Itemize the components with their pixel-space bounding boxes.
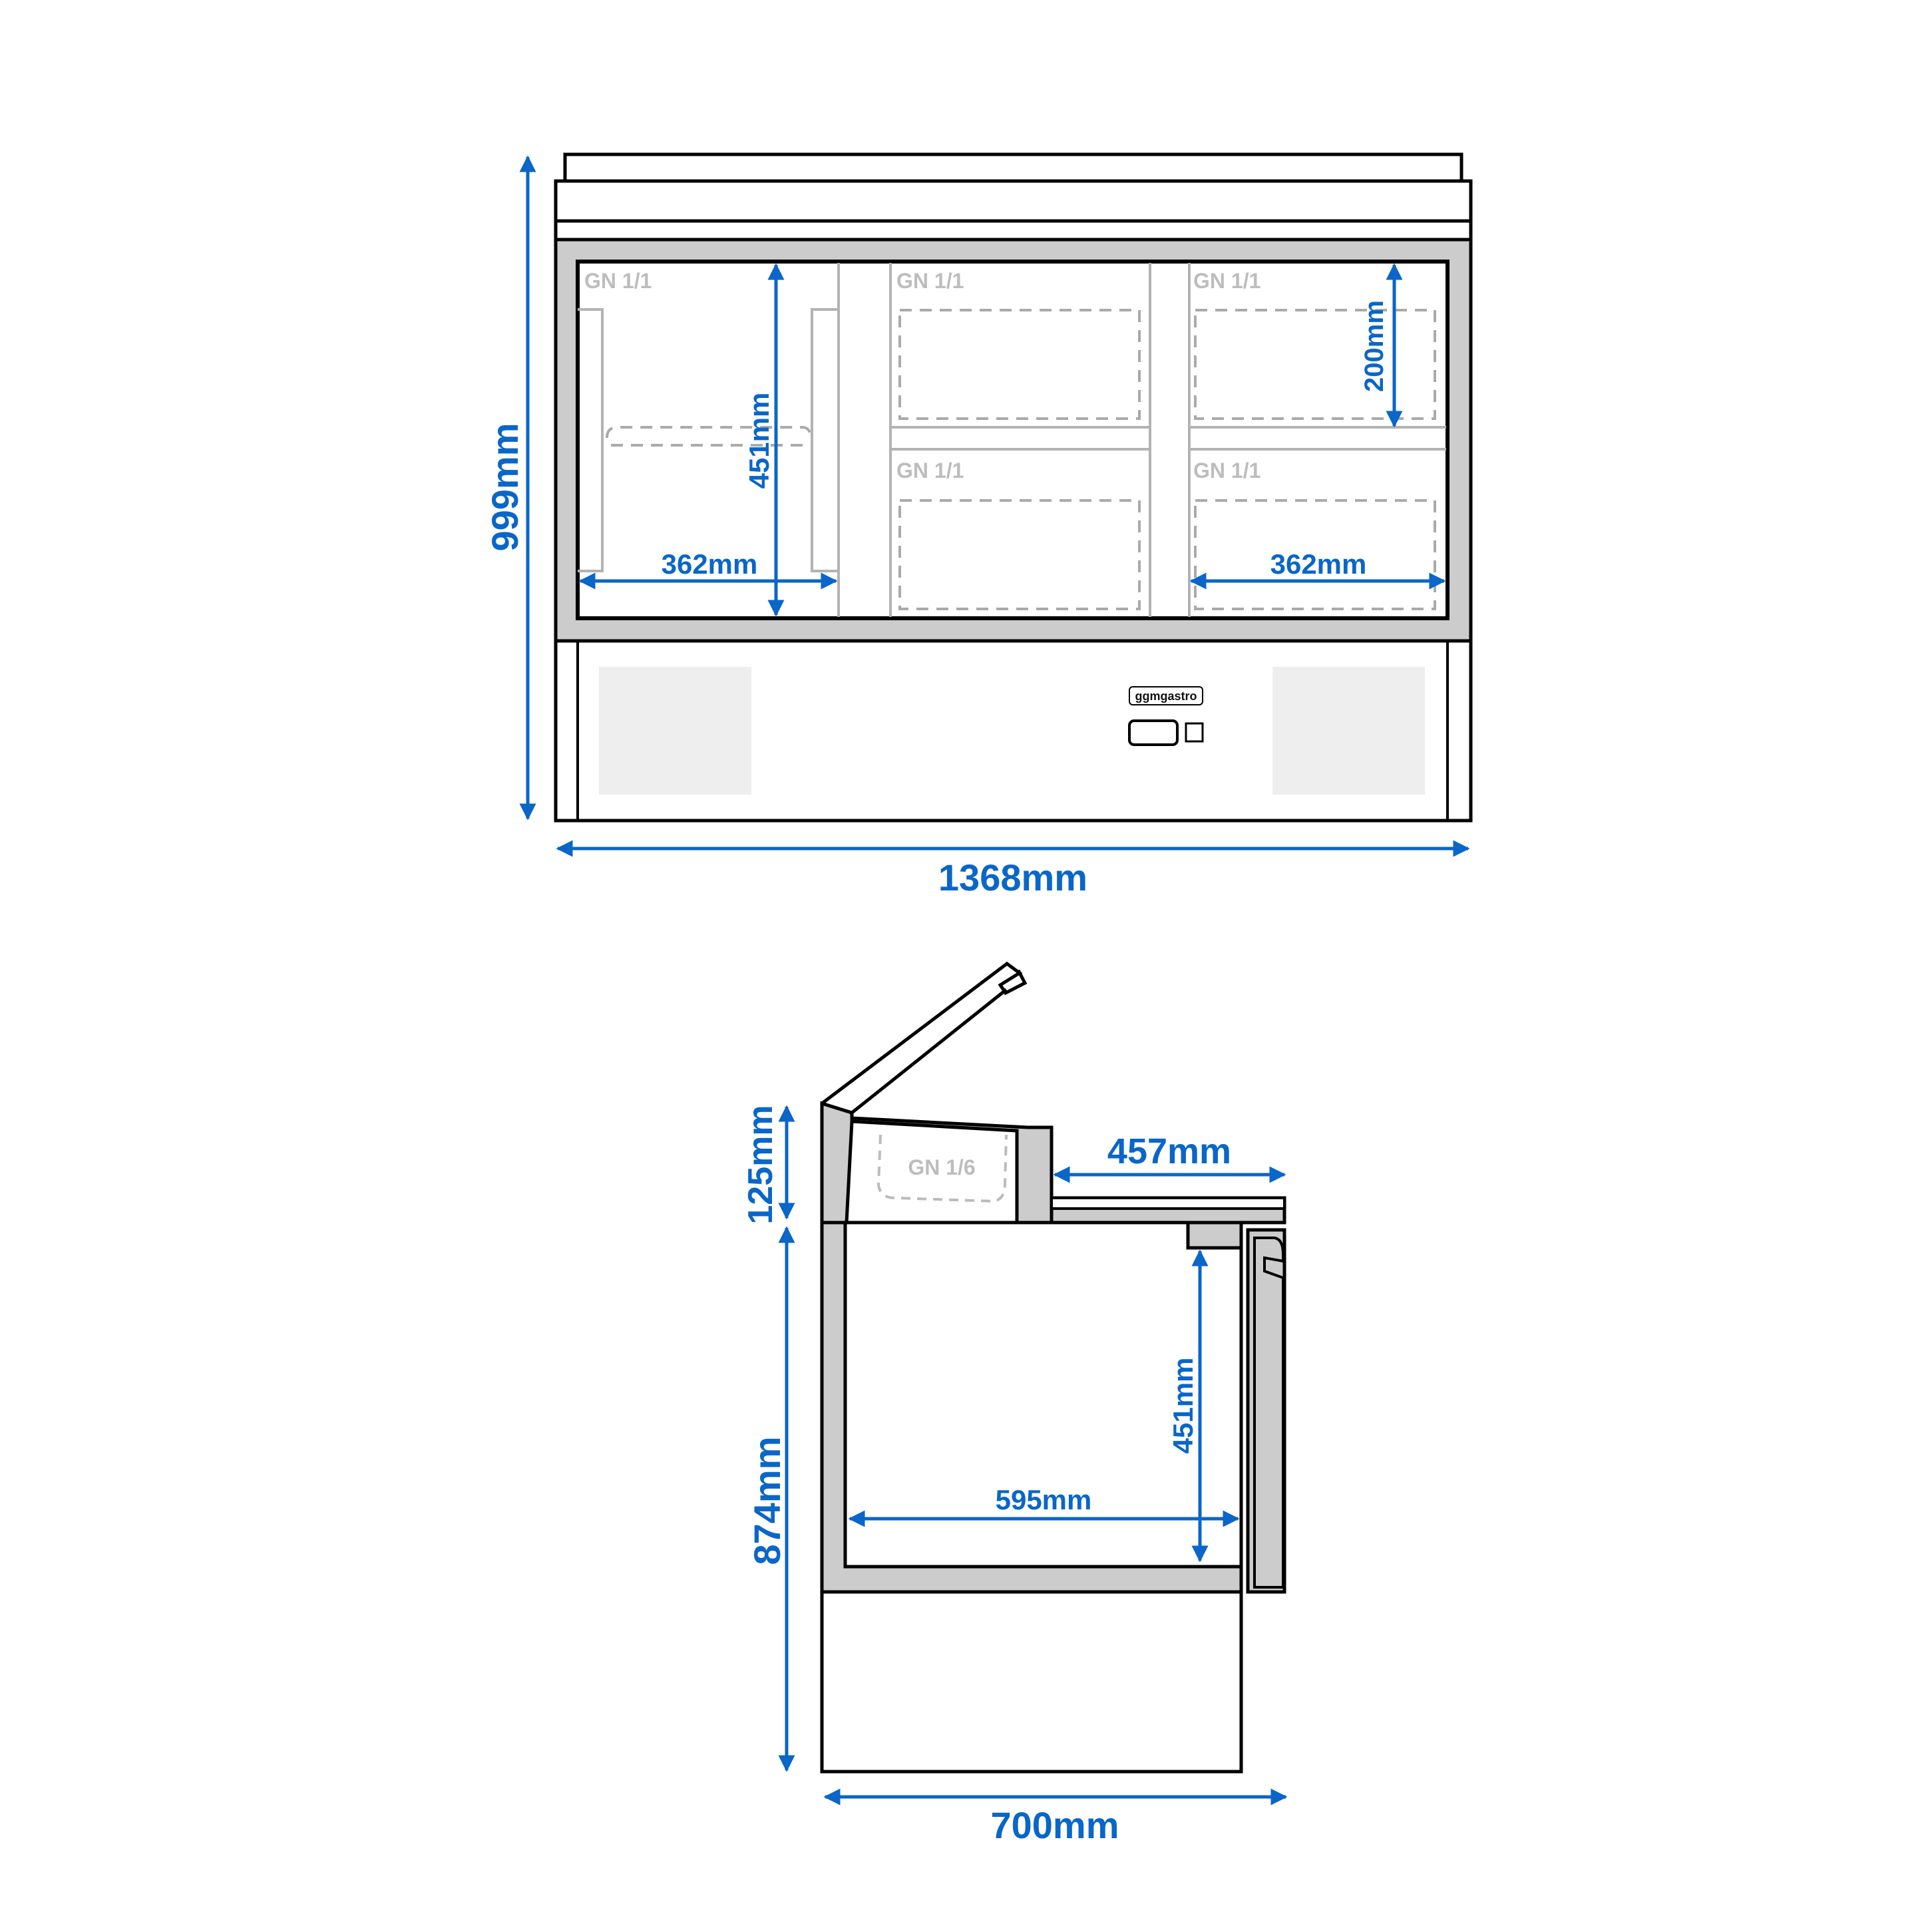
brand-logo	[1129, 686, 1203, 705]
open-lid	[821, 961, 1028, 1115]
dim-overall-height: 999mm	[484, 423, 526, 551]
dim-compartment-width-left: 362mm	[662, 548, 758, 580]
control-display	[1128, 719, 1179, 746]
gn-label: GN 1/1	[1193, 459, 1260, 483]
vent-left	[599, 667, 751, 795]
dim-interior-height: 451mm	[1167, 1358, 1199, 1454]
side-view: GN 1/6 125mm 874mm 457mm 451mm 595mm 700…	[741, 961, 1288, 1846]
lid-body	[554, 179, 1473, 223]
gn-label: GN 1/1	[896, 459, 964, 483]
power-switch	[1185, 722, 1204, 743]
interior	[843, 1221, 1243, 1569]
dim-body-height: 874mm	[746, 1436, 788, 1565]
dim-pan-depth: 200mm	[1360, 300, 1389, 392]
dim-compartment-height: 451mm	[743, 393, 775, 489]
gn-label: GN 1/1	[896, 269, 964, 293]
machine-compartment	[820, 1590, 1243, 1774]
dim-compartment-width-right: 362mm	[1270, 548, 1367, 580]
gn-label: GN 1/1	[584, 269, 652, 293]
lid-top	[563, 152, 1463, 183]
dim-interior-depth: 595mm	[996, 1484, 1092, 1515]
front-view: GN 1/1 GN 1/1 GN 1/1 GN 1/1 GN 1/1 ggmga…	[484, 152, 1473, 898]
pan-well	[576, 260, 1449, 620]
vent-right	[1272, 667, 1425, 795]
dim-overall-depth: 700mm	[990, 1804, 1119, 1846]
brand-logo-text: ggmgastro	[1135, 689, 1197, 703]
lid-frame	[554, 219, 1473, 242]
dim-top-height: 125mm	[741, 1105, 780, 1224]
gn-label: GN 1/1	[1193, 269, 1260, 293]
dim-worktop-depth: 457mm	[1107, 1131, 1231, 1171]
dim-overall-width: 1368mm	[938, 857, 1087, 898]
door-stop	[1186, 1221, 1243, 1250]
gn-label-side: GN 1/6	[908, 1155, 975, 1179]
